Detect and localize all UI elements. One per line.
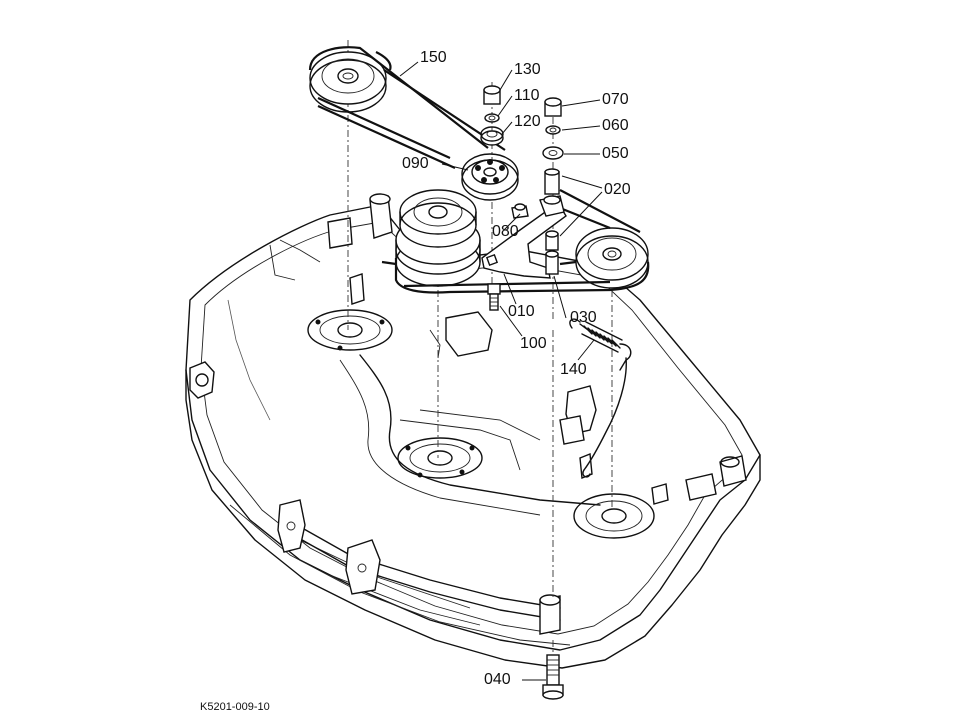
label-120: 120 (514, 113, 541, 130)
label-130: 130 (514, 61, 541, 78)
label-040: 040 (484, 671, 511, 688)
label-050: 050 (602, 145, 629, 162)
label-150: 150 (420, 49, 447, 66)
label-020: 020 (604, 181, 631, 198)
bolt-040 (542, 654, 564, 700)
left-pulley (309, 51, 387, 113)
label-140: 140 (560, 361, 587, 378)
right-stack-parts (542, 97, 564, 275)
label-090: 090 (402, 155, 429, 172)
drive-pulley-double (395, 189, 481, 287)
label-030: 030 (570, 309, 597, 326)
tension-spring (569, 318, 632, 478)
belt-upper (308, 46, 641, 233)
belt-lower (381, 258, 650, 294)
idler-pulley (461, 153, 519, 201)
tension-arm (481, 195, 567, 279)
label-100: 100 (520, 335, 547, 352)
label-080: 080 (492, 223, 519, 240)
label-060: 060 (602, 117, 629, 134)
bolt-100 (487, 283, 501, 311)
right-pulley (575, 227, 649, 289)
drawing-code: K5201-009-10 (200, 701, 270, 713)
leader-lines (399, 61, 603, 681)
mower-deck-housing (185, 193, 761, 669)
part-labels: 150 130 110 120 070 060 050 090 020 080 … (402, 49, 631, 688)
label-070: 070 (602, 91, 629, 108)
idler-stack (480, 85, 504, 146)
label-010: 010 (508, 303, 535, 320)
label-110: 110 (514, 87, 540, 104)
